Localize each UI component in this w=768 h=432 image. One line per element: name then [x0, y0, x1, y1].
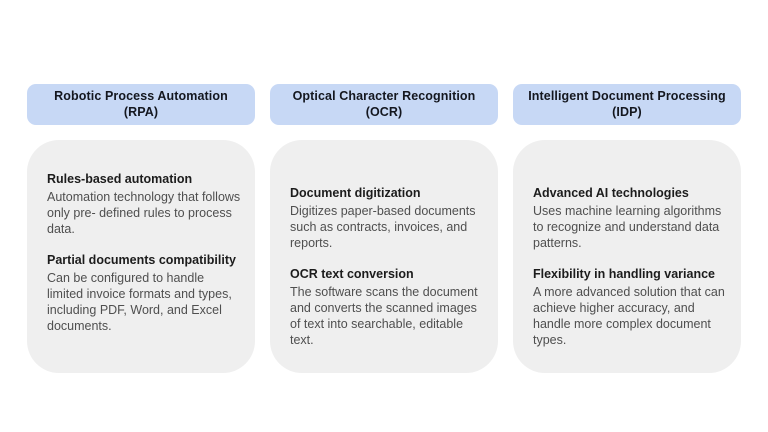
- section-rules-based-automation: Rules-based automation Automation techno…: [47, 171, 241, 237]
- section-heading: Rules-based automation: [47, 171, 193, 186]
- column-ocr: Optical Character Recognition (OCR) Docu…: [270, 84, 498, 373]
- column-rpa: Robotic Process Automation (RPA) Rules-b…: [27, 84, 255, 373]
- header-abbr: (OCR): [365, 105, 403, 120]
- card-ocr: Document digitization Digitizes paper-ba…: [270, 139, 498, 373]
- section-partial-documents-compatibility: Partial documents compatibility Can be c…: [47, 252, 241, 334]
- header-title: Robotic Process Automation: [54, 89, 228, 103]
- header-title: Intelligent Document Processing: [528, 89, 726, 103]
- section-document-digitization: Document digitization Digitizes paper-ba…: [290, 185, 484, 251]
- section-heading: OCR text conversion: [290, 266, 414, 281]
- section-heading: Document digitization: [290, 185, 421, 200]
- section-body: Automation technology that follows only …: [47, 189, 241, 236]
- section-body: A more advanced solution that can achiev…: [533, 285, 725, 347]
- section-body: Can be configured to handle limited invo…: [47, 271, 232, 333]
- card-idp: Advanced AI technologies Uses machine le…: [513, 139, 741, 373]
- section-body: The software scans the document and conv…: [290, 285, 478, 347]
- section-body: Digitizes paper-based documents such as …: [290, 203, 476, 250]
- section-flexibility-in-handling-variance: Flexibility in handling variance A more …: [533, 266, 727, 348]
- section-heading: Flexibility in handling variance: [533, 266, 715, 281]
- header-pill-idp: Intelligent Document Processing (IDP): [513, 84, 741, 125]
- column-idp: Intelligent Document Processing (IDP) Ad…: [513, 84, 741, 373]
- card-rpa: Rules-based automation Automation techno…: [27, 139, 255, 373]
- header-pill-ocr: Optical Character Recognition (OCR): [270, 84, 498, 125]
- section-body: Uses machine learning algorithms to reco…: [533, 203, 722, 250]
- section-advanced-ai-technologies: Advanced AI technologies Uses machine le…: [533, 185, 727, 251]
- header-abbr: (RPA): [123, 105, 159, 120]
- header-pill-rpa: Robotic Process Automation (RPA): [27, 84, 255, 125]
- section-heading: Advanced AI technologies: [533, 185, 689, 200]
- header-abbr: (IDP): [612, 105, 642, 120]
- section-heading: Partial documents compatibility: [47, 252, 236, 267]
- header-title: Optical Character Recognition: [292, 89, 476, 103]
- section-ocr-text-conversion: OCR text conversion The software scans t…: [290, 266, 484, 348]
